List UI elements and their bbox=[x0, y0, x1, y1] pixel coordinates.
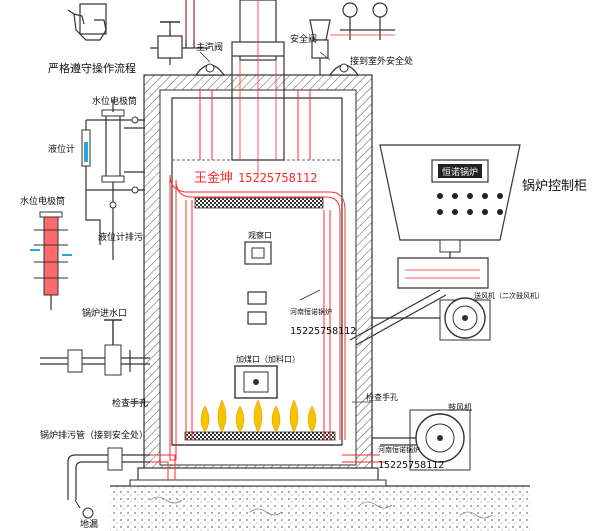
cabinet-button bbox=[467, 193, 473, 199]
label-boiler-inlet: 锅炉进水口 bbox=[82, 307, 127, 319]
label-connect-outdoor: 接到室外安全处 bbox=[350, 55, 413, 67]
label-safety-valve: 安全阀 bbox=[290, 33, 317, 45]
watermark: 王金坤 15225758112 bbox=[194, 170, 317, 186]
label-level-gauge-drain: 液位计排污 bbox=[98, 231, 143, 243]
cabinet-button bbox=[452, 209, 458, 215]
label-strict-operation: 严格遵守操作流程 bbox=[48, 61, 136, 75]
chimney bbox=[231, 0, 285, 175]
electrode-detail bbox=[30, 211, 72, 310]
induced-fan bbox=[342, 409, 471, 471]
label-manufacturer-1: 河南恒诺锅炉 bbox=[290, 307, 332, 316]
phone-mid: 15225758112 bbox=[290, 326, 356, 337]
hand-icon bbox=[67, 3, 107, 41]
flames bbox=[200, 399, 317, 433]
secondary-fan bbox=[349, 289, 491, 346]
flame bbox=[307, 405, 317, 433]
label-inspection-hole-2: 检查手孔 bbox=[366, 392, 398, 402]
flame bbox=[217, 399, 227, 433]
label-level-gauge: 液位计 bbox=[48, 143, 75, 155]
label-manufacturer-2: 河南恒诺锅炉 bbox=[378, 445, 420, 454]
floor bbox=[110, 485, 530, 531]
control-cabinet bbox=[379, 144, 521, 289]
phone-bottom: 15225758112 bbox=[378, 460, 444, 471]
water-level-assembly bbox=[81, 100, 145, 260]
inspection-port bbox=[244, 241, 272, 325]
flame bbox=[253, 399, 263, 433]
watermark-phone: 15225758112 bbox=[238, 171, 317, 185]
cabinet-button bbox=[497, 193, 503, 199]
flame bbox=[289, 399, 299, 433]
blowdown-pipe bbox=[67, 447, 176, 519]
labels: 严格遵守操作流程 主汽阀 安全阀 接到室外安全处 水位电极筒 液位计 水位电极筒… bbox=[20, 33, 587, 530]
cabinet-button bbox=[482, 193, 488, 199]
cabinet-button bbox=[482, 209, 488, 215]
cabinet-button bbox=[467, 209, 473, 215]
label-water-level-2: 水位电极筒 bbox=[20, 195, 65, 207]
leader-lines bbox=[130, 51, 372, 403]
cabinet-button bbox=[452, 193, 458, 199]
label-feed-port: 加煤口（加料口） bbox=[236, 354, 300, 364]
cabinet-button bbox=[437, 193, 443, 199]
label-main-valve: 主汽阀 bbox=[196, 41, 223, 53]
top-valves bbox=[150, 0, 395, 76]
cabinet-display: 恒诺锅炉 bbox=[442, 166, 478, 178]
label-inspection-port: 观察口 bbox=[248, 230, 272, 240]
label-water-level-1: 水位电极筒 bbox=[92, 95, 137, 107]
label-floor-drain: 地漏 bbox=[80, 518, 98, 530]
label-fan-secondary: 送风机（二次鼓风机） bbox=[474, 291, 544, 300]
label-induced-fan: 鼓风机 bbox=[448, 402, 472, 412]
inner-vessel bbox=[171, 97, 343, 446]
inlet-valve bbox=[40, 319, 150, 376]
cabinet-button bbox=[497, 209, 503, 215]
label-inspection-hole-1: 检查手孔 bbox=[112, 397, 148, 409]
cabinet-button bbox=[437, 209, 443, 215]
feed-port bbox=[234, 365, 278, 399]
internal-pipes bbox=[169, 90, 346, 461]
watermark-name: 王金坤 bbox=[194, 170, 233, 186]
flame bbox=[271, 405, 281, 433]
label-control-cabinet: 锅炉控制柜 bbox=[522, 178, 587, 194]
cabinet-buttons bbox=[437, 193, 503, 215]
flame bbox=[200, 405, 210, 433]
label-blowdown-pipe: 锅炉排污管（接到安全处） bbox=[40, 429, 148, 441]
flame bbox=[235, 405, 245, 433]
